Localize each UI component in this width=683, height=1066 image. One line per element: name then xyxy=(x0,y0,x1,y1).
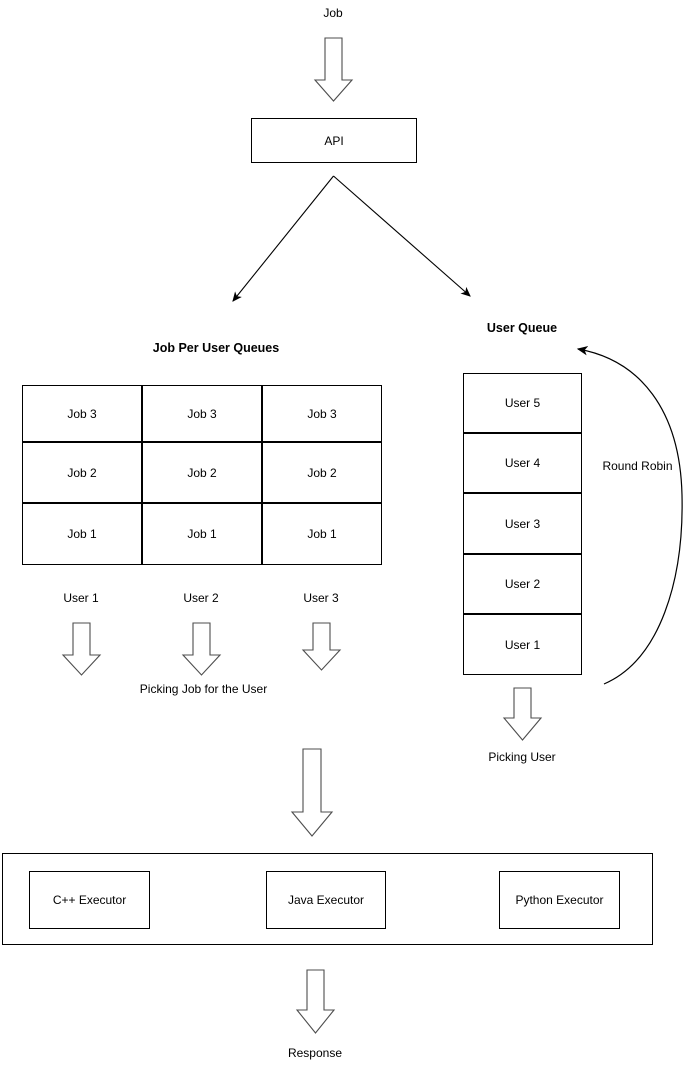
response-label: Response xyxy=(287,1046,343,1060)
arrow-picking-user xyxy=(502,687,543,741)
user-queue-item-label: User 5 xyxy=(504,396,541,410)
arrow-user1-pick xyxy=(61,622,102,676)
picking-job-label: Picking Job for the User xyxy=(139,682,268,696)
executor-label: Python Executor xyxy=(515,893,604,907)
job-grid-cell-label: Job 3 xyxy=(187,406,217,421)
api-box-label: API xyxy=(324,133,344,148)
user-queue-item[interactable]: User 1 xyxy=(463,614,582,675)
job-queues-heading: Job Per User Queues xyxy=(152,341,280,355)
job-grid-cell-label: Job 2 xyxy=(187,465,217,480)
user-queue-item[interactable]: User 4 xyxy=(463,433,582,493)
job-grid-cell[interactable]: Job 3 xyxy=(142,385,262,442)
executor-label: C++ Executor xyxy=(52,893,127,907)
user-queue-item-label: User 4 xyxy=(504,456,541,470)
user-queue-item[interactable]: User 2 xyxy=(463,554,582,614)
api-box[interactable]: API xyxy=(251,118,417,163)
arrow-api-to-job-queues xyxy=(232,175,334,302)
arrow-to-executors xyxy=(290,748,334,837)
job-grid-column-label-user1: User 1 xyxy=(63,591,99,605)
arrow-to-response xyxy=(295,969,336,1034)
job-input-label: Job xyxy=(323,6,343,20)
round-robin-label: Round Robin xyxy=(602,459,673,473)
job-grid-cell[interactable]: Job 3 xyxy=(22,385,142,442)
job-grid-cell-label: Job 1 xyxy=(307,527,337,541)
executor-label: Java Executor xyxy=(287,893,365,907)
arrow-round-robin xyxy=(576,345,683,685)
job-grid-cell[interactable]: Job 3 xyxy=(262,385,382,442)
arrow-user2-pick xyxy=(181,622,222,676)
arrow-job-to-api xyxy=(313,37,354,102)
user-queue-heading: User Queue xyxy=(486,321,558,335)
executor-box-java[interactable]: Java Executor xyxy=(266,871,386,929)
user-queue-item[interactable]: User 3 xyxy=(463,493,582,554)
executor-box-cpp[interactable]: C++ Executor xyxy=(29,871,150,929)
job-grid-cell[interactable]: Job 2 xyxy=(142,442,262,503)
user-queue-item-label: User 1 xyxy=(504,637,541,652)
executor-box-python[interactable]: Python Executor xyxy=(499,871,620,929)
job-grid-column-label-user3: User 3 xyxy=(303,591,339,605)
job-grid-cell-label: Job 1 xyxy=(67,527,97,541)
job-grid-cell-label: Job 3 xyxy=(307,406,337,421)
job-grid-cell[interactable]: Job 1 xyxy=(142,503,262,565)
job-grid-cell-label: Job 3 xyxy=(67,406,97,421)
user-queue-item-label: User 2 xyxy=(504,577,541,591)
job-grid-cell-label: Job 2 xyxy=(307,465,337,480)
job-grid-cell-label: Job 1 xyxy=(187,527,217,541)
job-grid-cell[interactable]: Job 2 xyxy=(22,442,142,503)
job-grid-cell[interactable]: Job 1 xyxy=(262,503,382,565)
job-grid-cell-label: Job 2 xyxy=(67,465,97,480)
picking-user-label: Picking User xyxy=(488,750,556,764)
user-queue-item[interactable]: User 5 xyxy=(463,373,582,433)
arrow-user3-pick xyxy=(301,622,342,671)
job-grid-column-label-user2: User 2 xyxy=(183,591,219,605)
job-grid-cell[interactable]: Job 1 xyxy=(22,503,142,565)
user-queue-item-label: User 3 xyxy=(504,516,541,531)
arrow-api-to-user-queue xyxy=(333,175,471,297)
job-grid-cell[interactable]: Job 2 xyxy=(262,442,382,503)
